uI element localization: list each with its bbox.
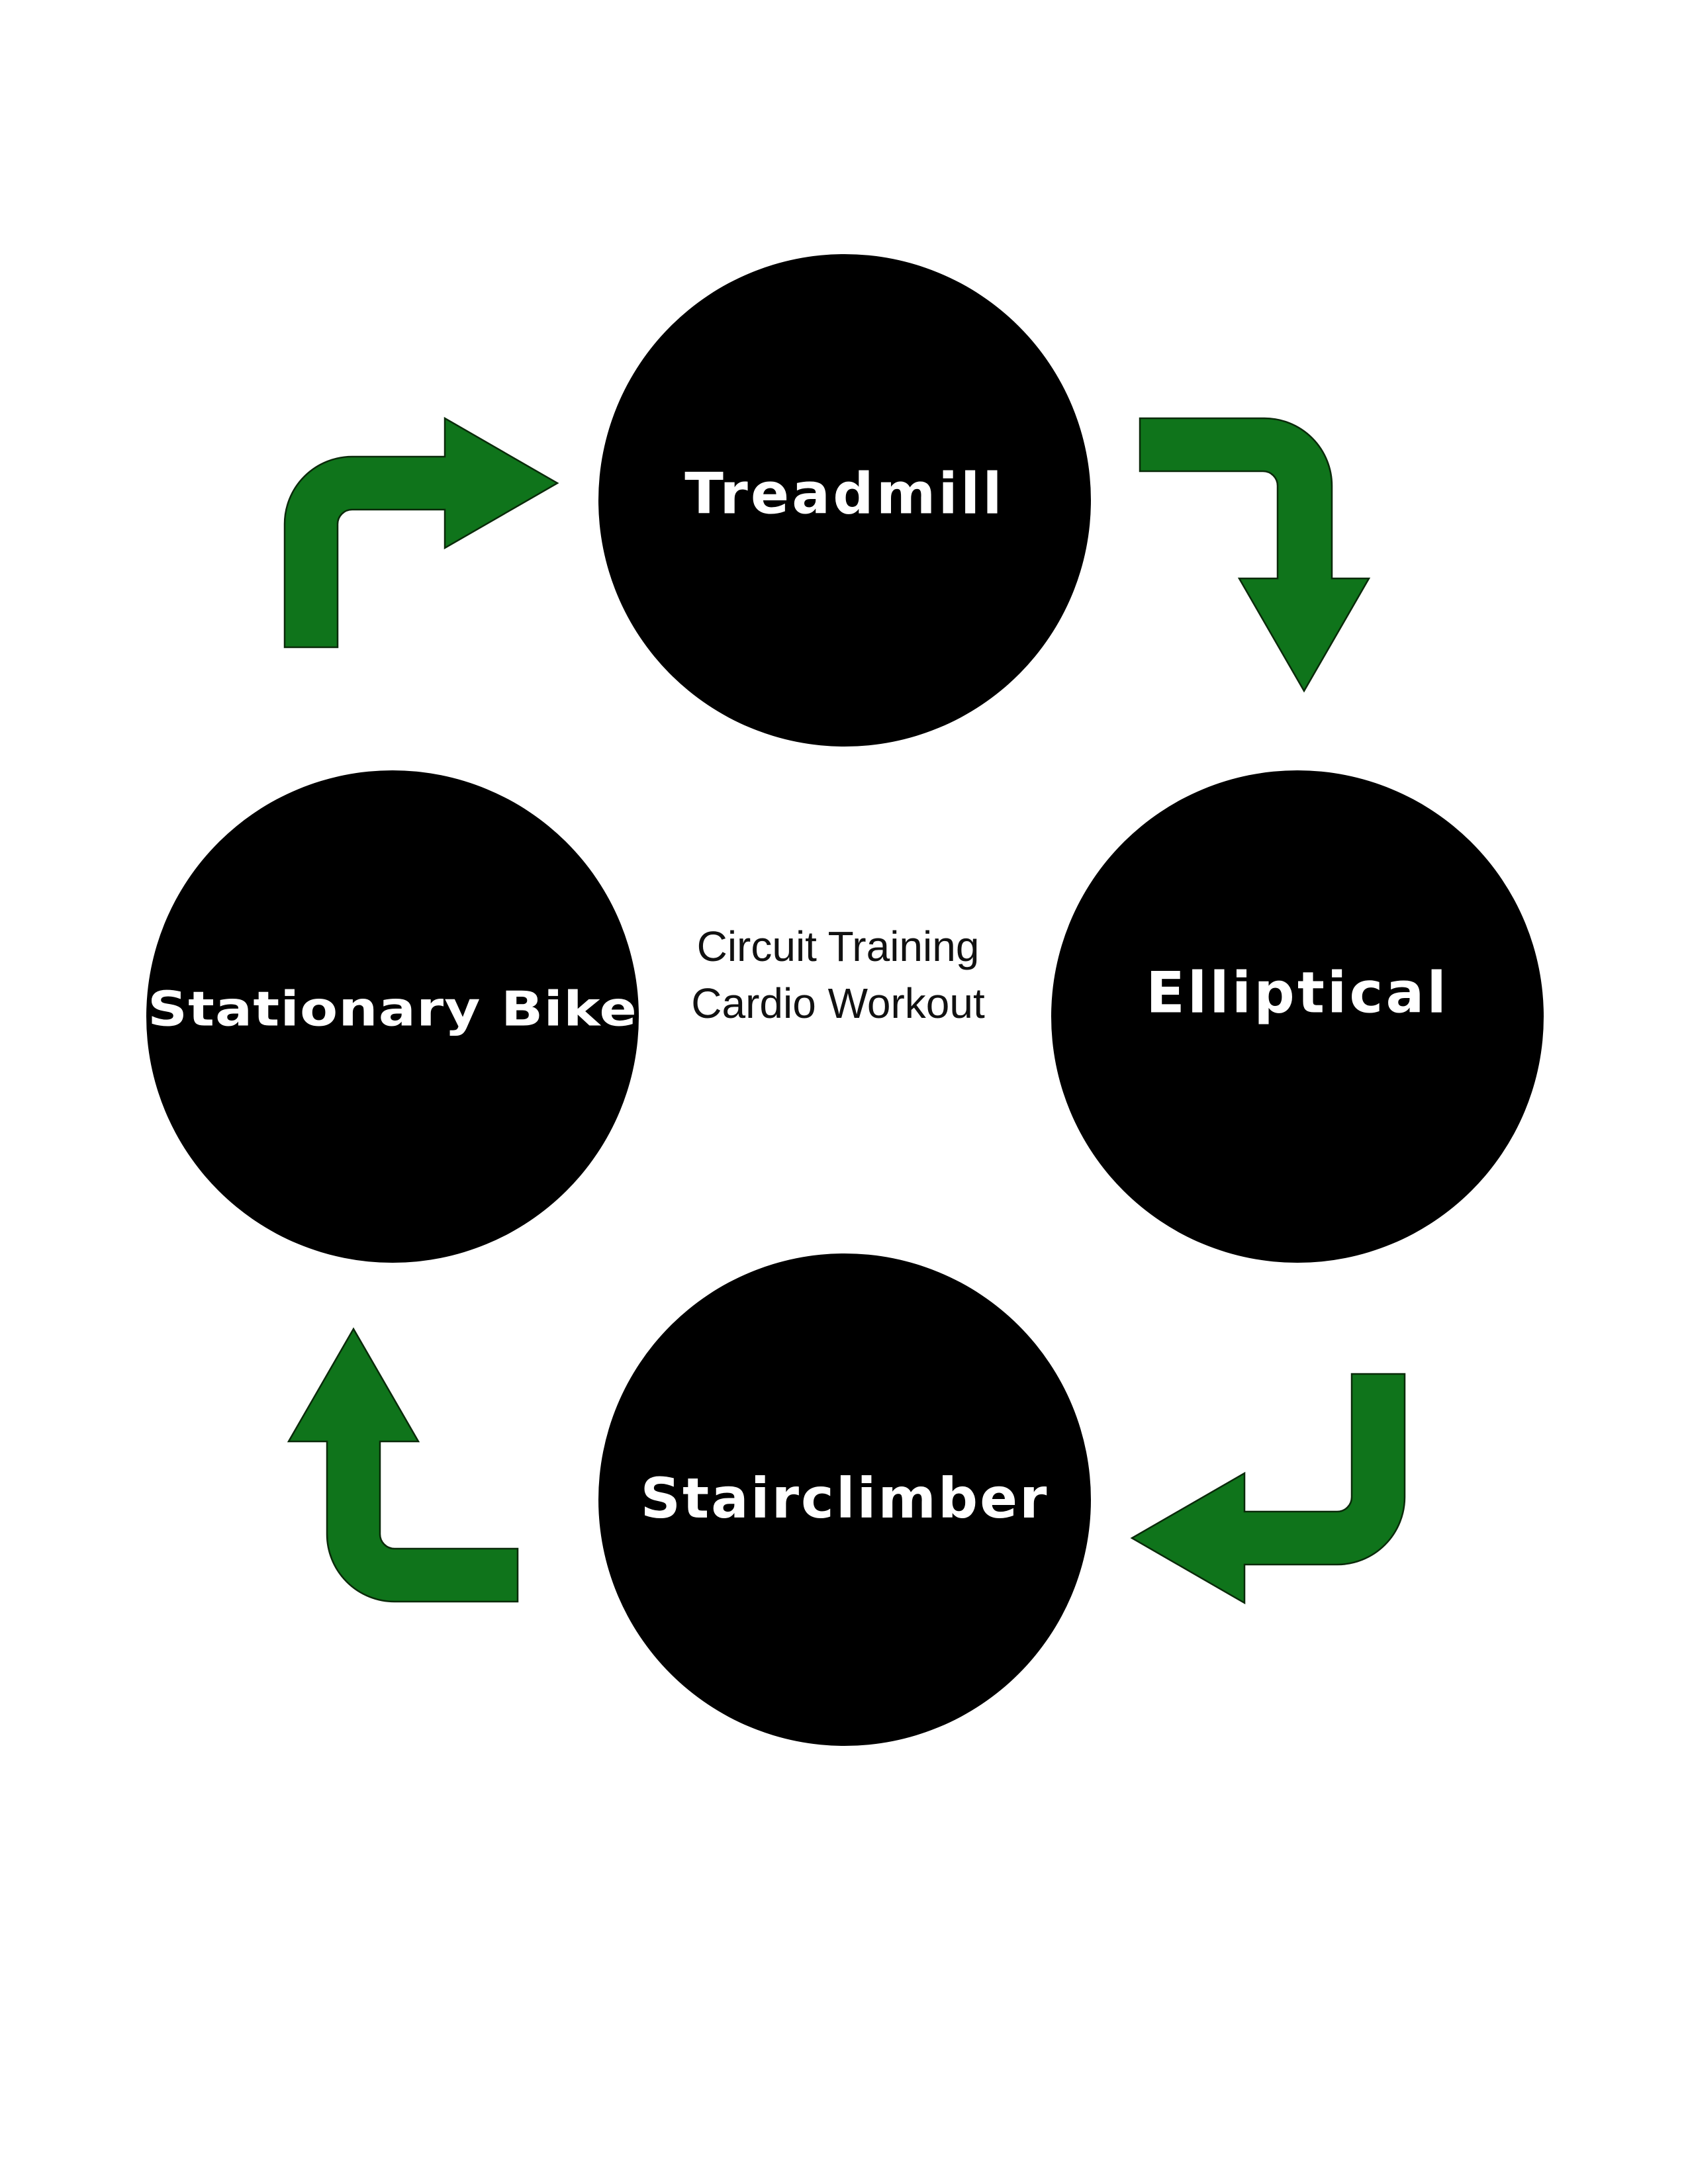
station-circle: [146, 770, 639, 1263]
station-label-stationary-bike: Stationary Bike: [148, 981, 637, 1037]
station-label-treadmill: Treadmill: [684, 461, 1005, 527]
title-line-2: Cardio Workout: [691, 979, 985, 1027]
station-elliptical: Elliptical: [1051, 770, 1544, 1263]
station-circle: [598, 254, 1091, 747]
station-circle: [1051, 770, 1544, 1263]
station-label-elliptical: Elliptical: [1146, 960, 1449, 1026]
elbow-arrow-left-icon: [1130, 1373, 1406, 1605]
elbow-arrow-right-icon: [283, 416, 559, 649]
station-label-stairclimber: Stairclimber: [641, 1466, 1049, 1531]
elbow-arrow-up-icon: [287, 1327, 519, 1603]
station-treadmill: Treadmill: [598, 254, 1091, 747]
diagram-title: Circuit Training Cardio Workout: [691, 923, 985, 1027]
station-circle: [598, 1253, 1091, 1746]
title-line-1: Circuit Training: [697, 923, 980, 970]
station-stairclimber: Stairclimber: [598, 1253, 1091, 1746]
station-stationary-bike: Stationary Bike: [146, 770, 639, 1263]
elbow-arrow-down-icon: [1139, 417, 1371, 693]
